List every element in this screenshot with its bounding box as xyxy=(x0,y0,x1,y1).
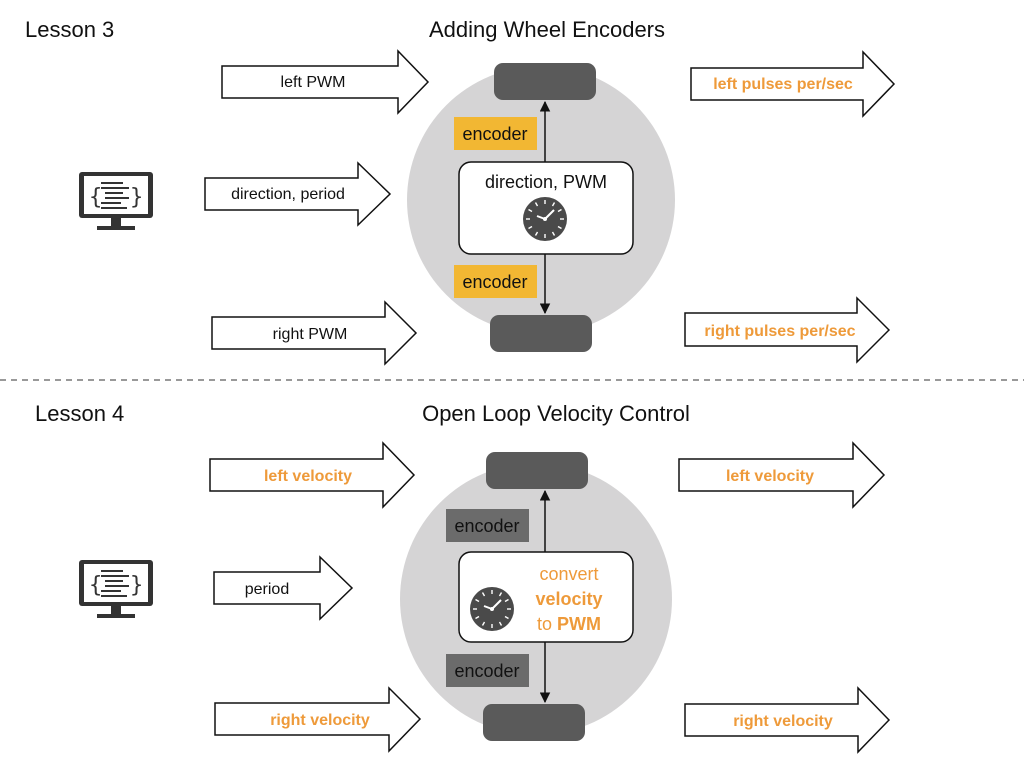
lesson3-output-arrow-right: right pulses per/sec xyxy=(684,296,891,364)
lesson3-encoder-bottom-label: encoder xyxy=(462,272,527,292)
lesson4-output-right-label: right velocity xyxy=(733,713,833,730)
svg-text:}: } xyxy=(130,573,143,598)
lesson3-input-arrow-left: left PWM xyxy=(221,49,430,115)
lesson3-output-right-label: right pulses per/sec xyxy=(704,323,855,340)
lesson3-encoder-bottom-box xyxy=(454,265,537,298)
lesson3-input-right-label: right PWM xyxy=(273,326,348,343)
lesson3-controller-label: direction, PWM xyxy=(485,172,607,192)
lesson4-bottom-wheel xyxy=(483,704,585,741)
lesson4-output-arrow-right: right velocity xyxy=(684,686,891,754)
lesson4-encoder-bottom-box xyxy=(446,654,529,687)
lesson4-controller-line3-b: PWM xyxy=(557,614,601,634)
lesson4-label: Lesson 4 xyxy=(35,401,124,426)
lesson4-top-wheel xyxy=(486,452,588,489)
svg-text:}: } xyxy=(130,185,143,210)
lesson4-output-arrow-left: left velocity xyxy=(678,441,886,509)
lesson3-output-left-label: left pulses per/sec xyxy=(713,76,853,93)
lesson3-label: Lesson 3 xyxy=(25,17,114,42)
lesson4-controller-line3-a: to xyxy=(537,614,557,634)
lesson4-controller-line3: to PWM xyxy=(537,614,601,634)
lesson4-input-middle-label: period xyxy=(245,581,289,598)
lesson4-input-arrow-left: left velocity xyxy=(209,441,416,509)
lesson4-input-arrow-right: right velocity xyxy=(214,686,422,753)
lesson4-controller-line2: velocity xyxy=(535,589,602,609)
lesson4-output-left-label: left velocity xyxy=(726,468,814,485)
computer-code-icon: { } xyxy=(79,560,153,618)
lesson4-input-left-label: left velocity xyxy=(264,468,352,485)
lesson3-title: Adding Wheel Encoders xyxy=(429,17,665,42)
lesson4-input-arrow-middle: period xyxy=(213,555,354,621)
lesson4-encoder-top-label: encoder xyxy=(454,516,519,536)
lesson3-input-left-label: left PWM xyxy=(281,74,346,91)
lesson4-controller-line1: convert xyxy=(539,564,598,584)
lesson4-title: Open Loop Velocity Control xyxy=(422,401,690,426)
lesson4-encoder-top-box xyxy=(446,509,529,542)
clock-icon xyxy=(523,197,567,241)
lesson3-output-arrow-left: left pulses per/sec xyxy=(690,50,896,118)
clock-icon xyxy=(470,587,514,631)
lesson3-top-wheel xyxy=(494,63,596,100)
lesson3-encoder-top-label: encoder xyxy=(462,124,527,144)
lesson4-encoder-bottom-label: encoder xyxy=(454,661,519,681)
lesson3-input-arrow-middle: direction, period xyxy=(204,161,392,227)
lesson3-bottom-wheel xyxy=(490,315,592,352)
svg-text:{: { xyxy=(89,185,102,210)
lesson3-input-arrow-right: right PWM xyxy=(211,300,418,366)
lesson4-input-right-label: right velocity xyxy=(270,712,370,729)
lesson3-encoder-top-box xyxy=(454,117,537,150)
lesson3-input-middle-label: direction, period xyxy=(231,186,345,203)
computer-code-icon: { } xyxy=(79,172,153,230)
svg-text:{: { xyxy=(89,573,102,598)
